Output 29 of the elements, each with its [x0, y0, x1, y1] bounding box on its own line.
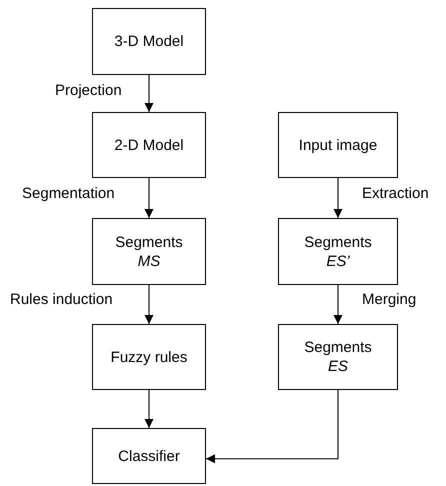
node-text: ES	[328, 357, 348, 376]
node-text: Segments	[115, 232, 183, 252]
arrow	[144, 390, 154, 428]
edge-label: Segmentation	[22, 185, 115, 202]
node-text: Fuzzy rules	[110, 348, 188, 366]
arrow	[334, 284, 342, 324]
arrow	[144, 74, 154, 112]
process-box	[92, 324, 206, 390]
arrow	[206, 390, 338, 464]
node-text: 3-D Model	[114, 32, 184, 51]
node-text: ES’	[326, 252, 350, 270]
process-box	[92, 218, 206, 285]
node-text: Input image	[298, 136, 378, 154]
arrow	[144, 284, 154, 324]
node-text: Classifier	[118, 446, 180, 466]
process-box	[92, 8, 206, 75]
arrow	[334, 178, 342, 218]
edge-label: Projection	[55, 82, 122, 99]
process-box	[278, 324, 398, 390]
process-box	[278, 112, 398, 178]
node-text: Segments	[304, 232, 372, 252]
process-box	[92, 112, 206, 178]
node-text: Segments	[304, 338, 372, 357]
process-box	[92, 428, 206, 484]
node-text: 2-D Model	[114, 136, 184, 154]
node-text: MS	[138, 252, 160, 270]
arrow	[144, 178, 154, 218]
process-box	[278, 218, 398, 285]
edge-label: Merging	[362, 291, 416, 308]
